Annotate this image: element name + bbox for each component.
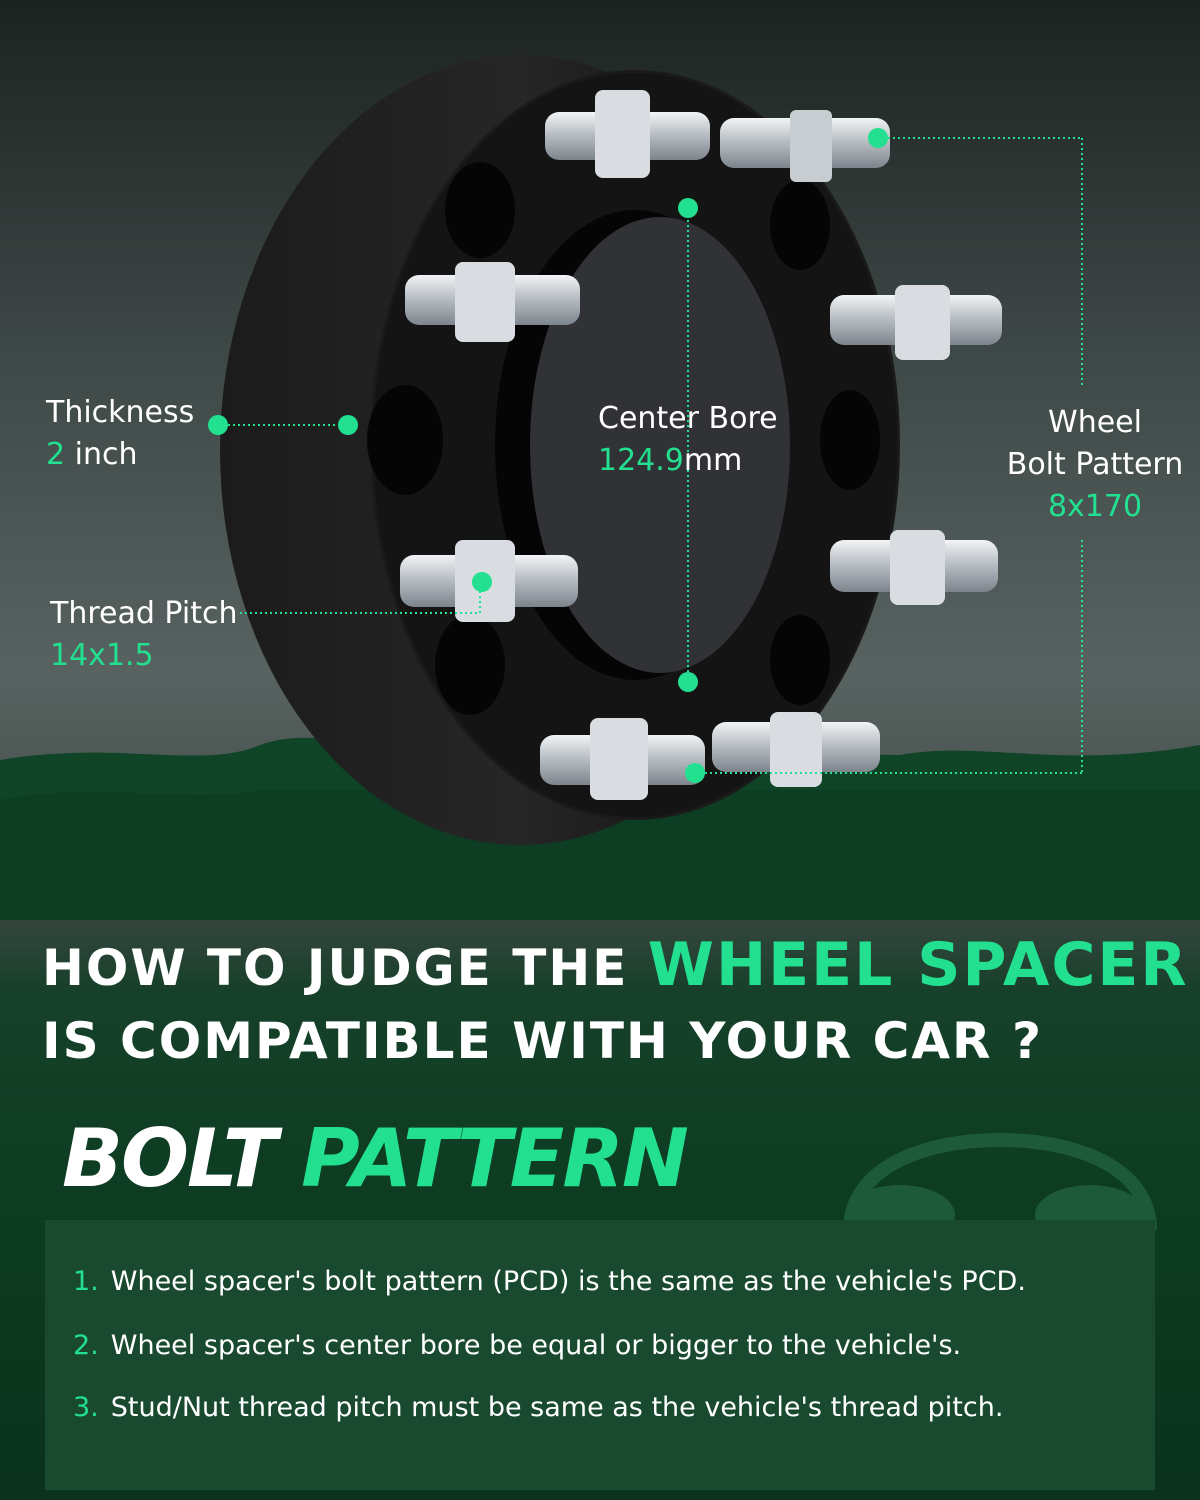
- thread-pitch-callout: Thread Pitch 14x1.5: [50, 593, 237, 677]
- heading-highlight: WHEEL SPACER: [647, 930, 1189, 1000]
- center-bore-label: Center Bore: [598, 401, 778, 436]
- thread-pitch-label: Thread Pitch: [50, 596, 238, 631]
- bolt-pattern-value: 8x170: [1047, 489, 1143, 524]
- step-text-3: Stud/Nut thread pitch must be same as th…: [110, 1392, 1004, 1423]
- bolt-pattern-icon: [843, 1132, 1157, 1230]
- step-item-1: 1. Wheel spacer's bolt pattern (PCD) is t…: [73, 1262, 1026, 1302]
- section-title-word1: BOLT: [62, 1112, 277, 1205]
- step-text-1: Wheel spacer's bolt pattern (PCD) is the…: [110, 1266, 1026, 1297]
- bolt-pattern-callout: Wheel Bolt Pattern 8x170: [1005, 402, 1185, 528]
- step-number-1: 1.: [73, 1266, 99, 1297]
- step-item-3: 3. Stud/Nut thread pitch must be same as …: [73, 1388, 1003, 1428]
- steps-panel: 1. Wheel spacer's bolt pattern (PCD) is t…: [45, 1220, 1155, 1490]
- section-title: BOLT PATTERN: [62, 1112, 689, 1205]
- main-heading: HOW TO JUDGE THE WHEEL SPACER IS COMPATI…: [42, 930, 1189, 1070]
- bolt-pattern-label-2: Bolt Pattern: [1006, 447, 1184, 482]
- heading-line2: IS COMPATIBLE WITH YOUR CAR ?: [42, 1012, 1043, 1070]
- step-number-3: 3.: [73, 1392, 99, 1423]
- step-item-2: 2. Wheel spacer's center bore be equal or…: [73, 1326, 961, 1366]
- thickness-callout: Thickness 2 inch: [46, 392, 194, 476]
- center-bore-unit: mm: [683, 443, 743, 478]
- thickness-label: Thickness: [46, 395, 195, 430]
- bolt-pattern-label-1: Wheel: [1048, 405, 1142, 440]
- step-text-2: Wheel spacer's center bore be equal or b…: [110, 1330, 962, 1361]
- thickness-unit: inch: [65, 437, 138, 472]
- thickness-value: 2: [46, 437, 66, 472]
- center-bore-value: 124.9: [598, 443, 684, 478]
- step-number-2: 2.: [73, 1330, 99, 1361]
- heading-part1: HOW TO JUDGE THE: [42, 939, 648, 997]
- thread-pitch-value: 14x1.5: [50, 638, 154, 673]
- section-title-word2: PATTERN: [301, 1112, 689, 1205]
- wheel-spacer-image: [0, 55, 1200, 920]
- center-bore-callout: Center Bore 124.9mm: [598, 398, 778, 482]
